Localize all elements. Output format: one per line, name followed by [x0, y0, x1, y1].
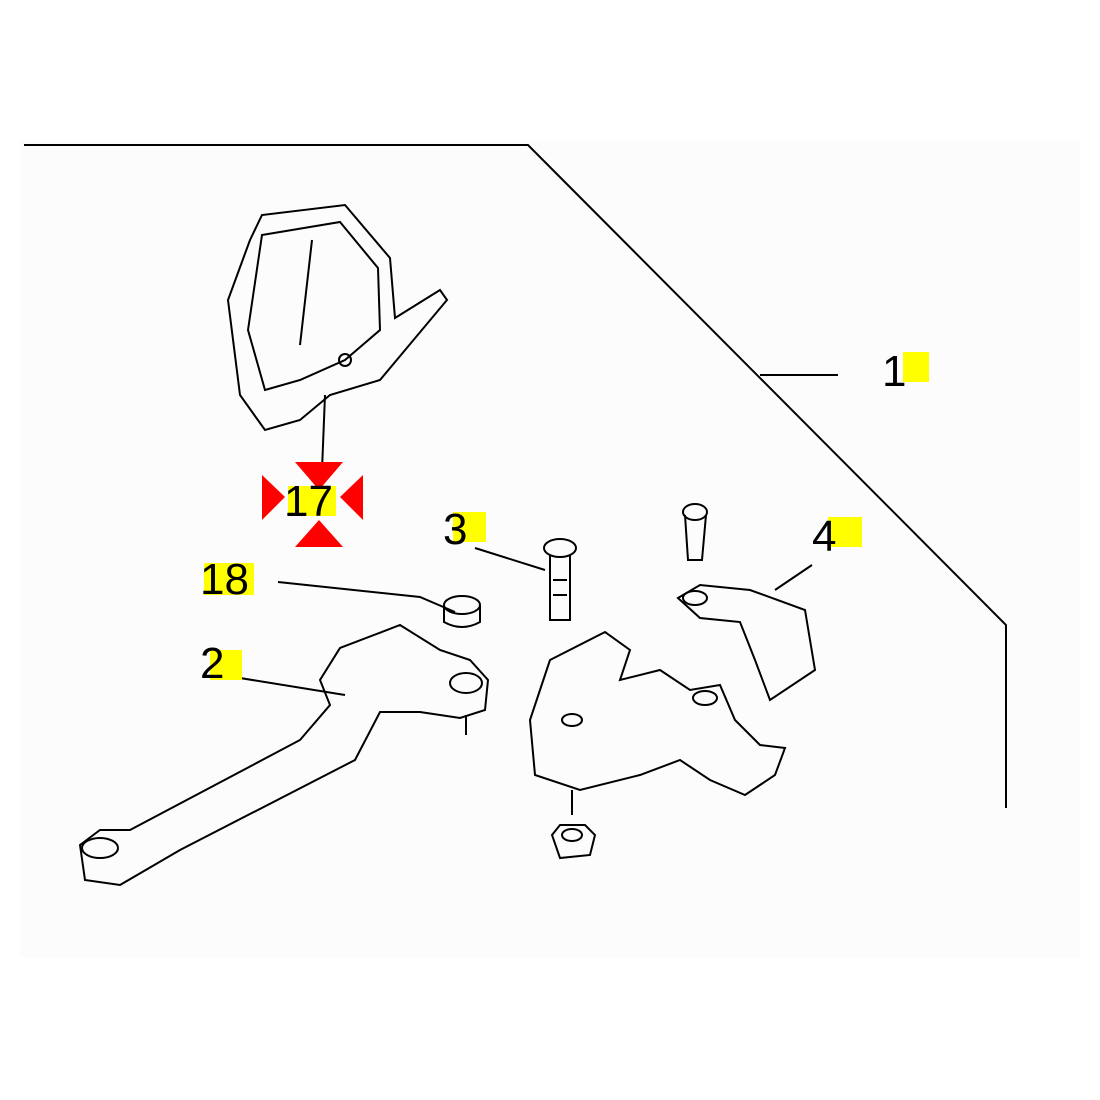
leader-line-18 — [277, 581, 456, 613]
selection-marker-17 — [262, 462, 363, 547]
highlight-18 — [204, 563, 254, 595]
part-3-pivot-bolt — [543, 538, 577, 621]
highlight-4 — [828, 517, 862, 547]
callout-3[interactable]: 3 — [443, 505, 468, 554]
part-18-bushing — [443, 595, 481, 628]
callout-17[interactable]: 17 — [284, 477, 333, 526]
diagram-panel — [20, 140, 1080, 958]
clamp-screw — [682, 503, 708, 561]
assembly-boundary — [24, 144, 1007, 808]
nut — [550, 824, 597, 860]
callout-2[interactable]: 2 — [200, 639, 225, 688]
highlight-2 — [210, 650, 242, 680]
callout-18[interactable]: 18 — [200, 555, 249, 604]
part-4-clamp — [676, 583, 817, 702]
leader-line-4 — [774, 564, 813, 591]
highlight-17 — [288, 486, 336, 516]
part-17-reservoir-cover — [226, 203, 449, 432]
leader-line-2 — [239, 677, 346, 696]
lever-bracket — [528, 630, 787, 815]
callout-4[interactable]: 4 — [812, 512, 837, 561]
highlight-1 — [903, 352, 929, 382]
part-2-lever — [78, 623, 490, 887]
callout-1[interactable]: 1 — [882, 347, 907, 396]
highlight-3 — [453, 512, 486, 542]
leader-line-3 — [474, 547, 546, 571]
leader-line-17 — [321, 394, 326, 471]
